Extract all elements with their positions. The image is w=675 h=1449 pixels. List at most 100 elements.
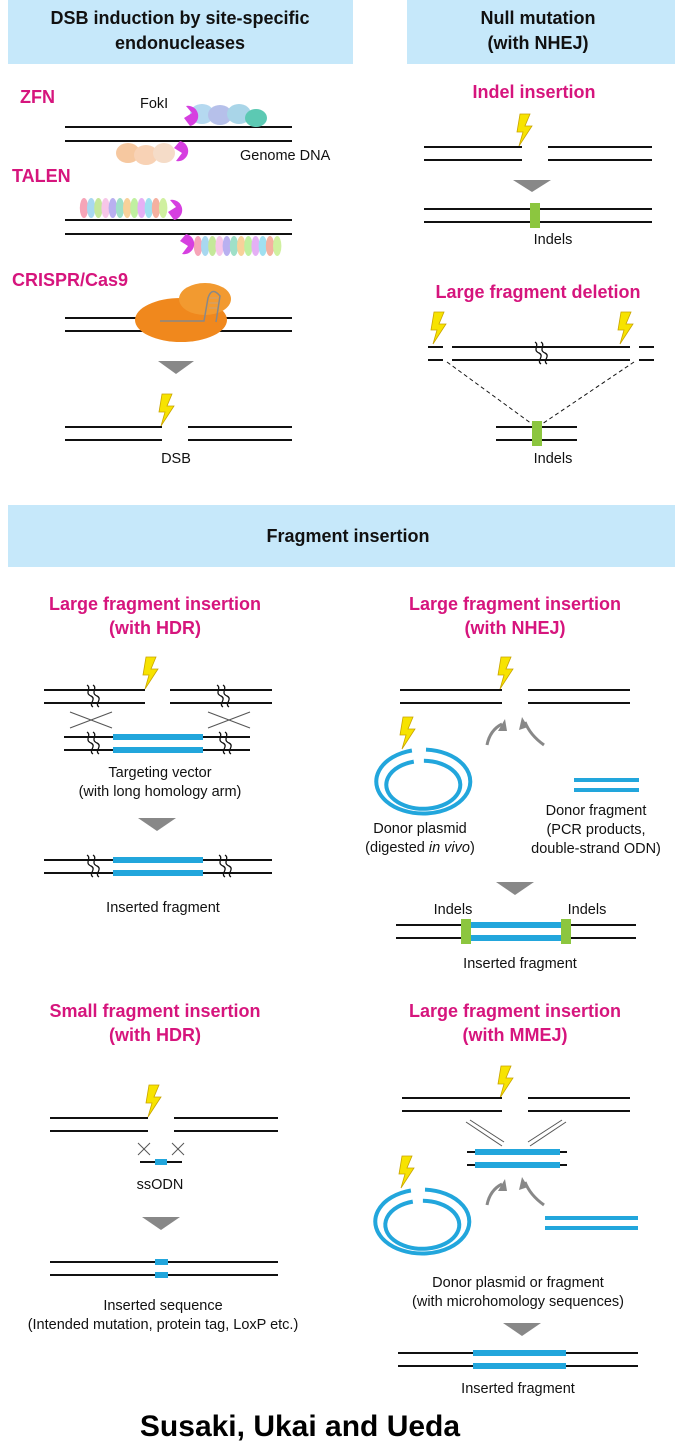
crossover-line bbox=[69, 711, 113, 729]
arrow-hdr-large bbox=[138, 818, 176, 831]
lightning-icon bbox=[516, 113, 533, 147]
header-null-line1: Null mutation bbox=[481, 8, 596, 28]
talen-repeat bbox=[137, 198, 146, 218]
label-targeting-vector: Targeting vector bbox=[108, 765, 211, 781]
zfn-fokl-top bbox=[184, 105, 199, 126]
talen-repeat bbox=[265, 236, 275, 256]
label-mmej-donor: Donor plasmid or fragment bbox=[432, 1275, 604, 1291]
label-indels-right: Indels bbox=[568, 902, 607, 918]
insertion-arrows bbox=[485, 717, 545, 747]
zfn-fingers-bottom bbox=[116, 143, 175, 165]
arrow-hdr-small bbox=[142, 1217, 180, 1230]
title-large-fragment-deletion: Large fragment deletion bbox=[435, 282, 640, 302]
label-indels-2: Indels bbox=[534, 451, 573, 467]
talen-repeat bbox=[273, 236, 282, 256]
authors: Susaki, Ukai and Ueda bbox=[140, 1410, 460, 1443]
insertion-arrows bbox=[485, 1177, 545, 1207]
talen-repeats-top bbox=[79, 198, 168, 218]
mmej-plasmid-outer bbox=[373, 1187, 472, 1256]
talen-fokl-top bbox=[168, 199, 183, 220]
indel-mark bbox=[461, 919, 471, 944]
header-fragment-insertion: Fragment insertion bbox=[266, 526, 429, 546]
talen-repeat bbox=[229, 236, 239, 256]
label-hdr-inserted: Inserted fragment bbox=[106, 900, 220, 916]
title-nhej-large-line2: (with NHEJ) bbox=[465, 618, 566, 638]
zfn-fingers-top bbox=[190, 104, 267, 127]
label-donor-fragment: Donor fragment bbox=[546, 803, 647, 819]
title-nhej-large-line1: Large fragment insertion bbox=[409, 594, 621, 614]
lightning-icon bbox=[158, 393, 175, 427]
talen-repeat bbox=[108, 198, 118, 218]
talen-repeat bbox=[244, 236, 253, 256]
talen-repeats-bottom bbox=[193, 236, 282, 256]
talen-repeat bbox=[94, 198, 103, 218]
header-box-dsb bbox=[8, 0, 353, 64]
crossover-line bbox=[171, 1142, 185, 1156]
talen-repeat bbox=[201, 236, 210, 256]
label-indels-1: Indels bbox=[534, 232, 573, 248]
label-talen: TALEN bbox=[12, 166, 71, 186]
talen-repeat bbox=[130, 198, 139, 218]
guide-rna bbox=[160, 290, 221, 323]
lightning-icon bbox=[145, 1084, 162, 1118]
arrow-mmej bbox=[503, 1323, 541, 1336]
header-box-null bbox=[407, 0, 675, 64]
title-mmej-line2: (with MMEJ) bbox=[463, 1025, 568, 1045]
title-hdr-large-line2: (with HDR) bbox=[109, 618, 201, 638]
cas9-lobe bbox=[179, 283, 231, 315]
title-hdr-large-line1: Large fragment insertion bbox=[49, 594, 261, 614]
title-hdr-small-line2: (with HDR) bbox=[109, 1025, 201, 1045]
label-indels-left: Indels bbox=[434, 902, 473, 918]
arrow-nhej bbox=[496, 882, 534, 895]
donor-plasmid-outer bbox=[374, 747, 473, 816]
label-donor-fragment-sub1: (PCR products, bbox=[546, 822, 645, 838]
header-dsb-line1: DSB induction by site-specific bbox=[50, 8, 309, 28]
label-donor-plasmid-sub: (digested in vivo) bbox=[365, 840, 475, 856]
title-indel-insertion: Indel insertion bbox=[472, 82, 595, 102]
talen-repeat bbox=[222, 236, 231, 256]
dashed-line-right bbox=[541, 361, 635, 425]
talen-repeat bbox=[208, 236, 217, 256]
talen-repeat bbox=[251, 236, 260, 256]
label-donor-fragment-sub2: double-strand ODN) bbox=[531, 841, 661, 857]
label-donor-plasmid: Donor plasmid bbox=[373, 821, 467, 837]
title-mmej-line1: Large fragment insertion bbox=[409, 1001, 621, 1021]
talen-repeat bbox=[159, 198, 168, 218]
lightning-icon bbox=[430, 311, 447, 345]
indel-mark bbox=[532, 421, 542, 446]
donor-plasmid-inner bbox=[384, 758, 463, 811]
label-crispr: CRISPR/Cas9 bbox=[12, 270, 128, 290]
label-genome-dna: Genome DNA bbox=[240, 148, 331, 164]
label-inserted-sequence: Inserted sequence bbox=[103, 1298, 222, 1314]
talen-repeat bbox=[258, 236, 267, 256]
header-dsb-line2: endonucleases bbox=[115, 33, 245, 53]
talen-repeat bbox=[79, 198, 89, 218]
mmej-plasmid-inner bbox=[383, 1198, 462, 1251]
talen-repeat bbox=[101, 198, 110, 218]
header-box-fragment bbox=[8, 505, 675, 567]
indel-mark bbox=[561, 919, 571, 944]
zfn-fokl-bottom bbox=[174, 141, 189, 162]
label-fokl: FokI bbox=[140, 96, 168, 112]
lightning-icon bbox=[497, 656, 514, 690]
lightning-icon bbox=[398, 1155, 415, 1189]
lightning-icon bbox=[617, 311, 634, 345]
talen-repeat bbox=[87, 198, 96, 218]
talen-repeat bbox=[144, 198, 153, 218]
arrow-indel bbox=[513, 180, 551, 192]
dashed-line-left bbox=[446, 361, 533, 425]
arrow-to-dsb bbox=[158, 361, 194, 374]
lightning-icon bbox=[142, 656, 159, 690]
label-ssodn: ssODN bbox=[137, 1177, 184, 1193]
talen-repeat bbox=[123, 198, 132, 218]
label-zfn: ZFN bbox=[20, 87, 55, 107]
crossover-line bbox=[137, 1142, 151, 1156]
lightning-icon bbox=[399, 716, 416, 750]
talen-fokl-bottom bbox=[180, 234, 195, 255]
microhomology-lines bbox=[465, 1119, 567, 1147]
talen-repeat bbox=[215, 236, 224, 256]
indel-mark bbox=[530, 203, 540, 228]
label-mmej-inserted: Inserted fragment bbox=[461, 1381, 575, 1397]
label-dsb: DSB bbox=[161, 451, 191, 467]
